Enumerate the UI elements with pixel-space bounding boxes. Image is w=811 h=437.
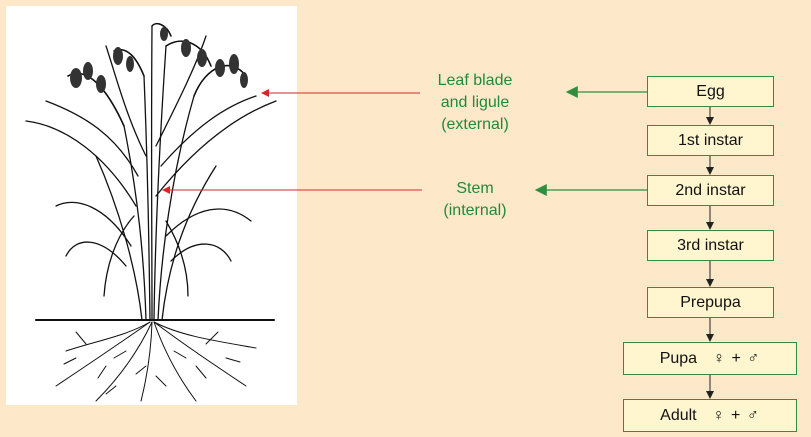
- leaf-label-line-1: Leaf blade: [410, 70, 540, 92]
- stage-box-prepupa: Prepupa: [647, 287, 774, 318]
- stem-label-line-2: (internal): [410, 200, 540, 222]
- stage-name: Pupa: [660, 350, 697, 368]
- stage-box-3rd-instar: 3rd instar: [647, 230, 774, 261]
- stage-name: Prepupa: [680, 294, 741, 312]
- stage-name: Adult: [660, 407, 696, 425]
- stem-label-line-1: Stem: [410, 178, 540, 200]
- stage-box-2nd-instar: 2nd instar: [647, 175, 774, 206]
- stage-box-1st-instar: 1st instar: [647, 125, 774, 156]
- stage-box-adult: Adult ♀ + ♂: [623, 399, 797, 432]
- stage-name: Egg: [696, 83, 724, 101]
- rice-plant-drawing: [6, 6, 297, 405]
- stage-box-egg: Egg: [647, 76, 774, 107]
- leaf-blade-label: Leaf blade and ligule (external): [410, 70, 540, 136]
- stage-name: 2nd instar: [675, 182, 745, 200]
- stage-name: 3rd instar: [677, 237, 744, 255]
- leaf-label-line-3: (external): [410, 114, 540, 136]
- stem-label: Stem (internal): [410, 178, 540, 222]
- sex-symbols: ♀ + ♂: [713, 350, 760, 368]
- sex-symbols: ♀ + ♂: [713, 407, 760, 425]
- leaf-label-line-2: and ligule: [410, 92, 540, 114]
- rice-plant-illustration: [6, 6, 297, 405]
- stage-box-pupa: Pupa ♀ + ♂: [623, 342, 797, 375]
- stage-name: 1st instar: [678, 132, 743, 150]
